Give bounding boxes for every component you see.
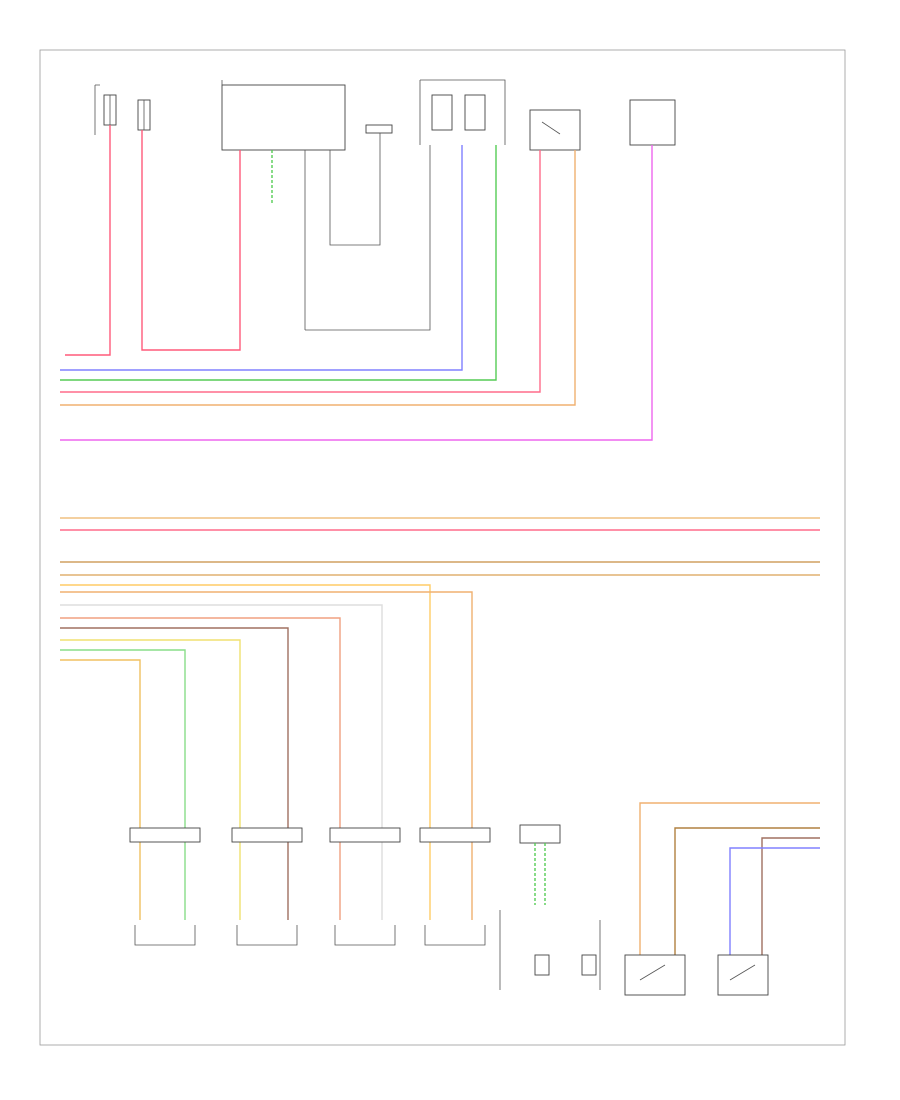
lower-unit-2 [231,827,303,946]
wire-lower-brown [674,827,820,955]
bus-wire-8 [60,659,141,920]
bus-wire-4 [60,627,289,920]
junction-block [419,79,506,145]
bus-wire-6 [60,639,241,920]
lower-unit-3 [329,827,401,946]
fuse-block-left [94,84,151,135]
module-upper-center [221,84,346,151]
wire-violet [60,145,653,441]
wire-black-3 [305,145,431,331]
wire-lower-brown-2 [761,837,820,955]
switch-upper-right [529,109,581,151]
wire-orange [60,150,576,406]
wire-black-2 [329,133,381,246]
sensor-upper-right [629,99,676,146]
bus-wire-2 [60,591,473,920]
wire-blue [60,145,463,371]
bus-wire-7 [60,649,186,920]
center-ground-block [499,824,601,990]
wire-red-1 [65,125,111,356]
connector-upper-mid [365,124,393,134]
wire-pink [60,150,541,393]
wire-green [60,145,497,381]
wire-red-2 [141,130,241,351]
diagram-frame [39,49,846,1046]
bus-wire-1 [60,584,431,920]
switch-lower-2 [717,954,769,996]
wire-lower-orange [639,802,820,955]
bus-wire-3 [60,604,383,920]
wire-lower-blue [729,847,820,955]
lower-unit-1 [129,827,201,946]
lower-unit-4 [419,827,491,946]
switch-lower-1 [624,954,686,996]
bus-wire-5 [60,617,341,920]
